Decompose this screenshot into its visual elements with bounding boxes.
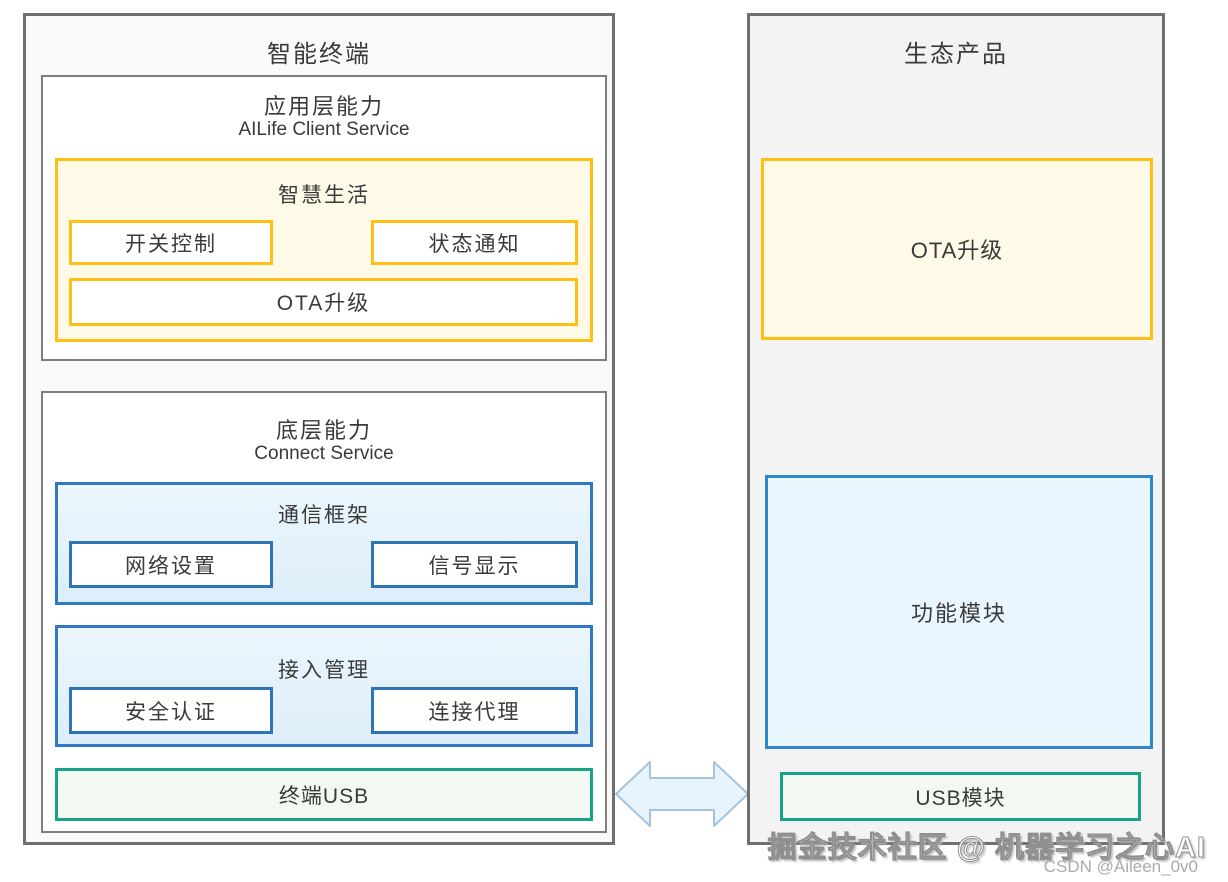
comm-framework-group: 通信框架 网络设置 信号显示: [55, 482, 593, 605]
ota-upgrade-box-right: OTA升级: [761, 158, 1153, 340]
terminal-usb-box: 终端USB: [55, 768, 593, 821]
security-auth-box: 安全认证: [69, 687, 273, 734]
base-layer-subtitle: Connect Service: [254, 443, 394, 464]
access-management-group: 接入管理 安全认证 连接代理: [55, 625, 593, 747]
base-layer-title: 底层能力: [275, 418, 372, 443]
community-watermark: 掘金技术社区 @ 机器学习之心AI: [767, 832, 1206, 865]
signal-display-box: 信号显示: [371, 541, 578, 588]
smart-life-title: 智慧生活: [278, 184, 370, 207]
bidirectional-arrow-icon: [614, 755, 750, 833]
network-settings-box: 网络设置: [69, 541, 273, 588]
smart-life-group: 智慧生活 开关控制 状态通知 OTA升级: [55, 158, 593, 342]
app-layer-subtitle: AILife Client Service: [238, 119, 410, 140]
smart-terminal-panel: 智能终端 应用层能力 AILife Client Service 智慧生活 开关…: [23, 13, 615, 845]
smart-terminal-title: 智能终端: [267, 41, 371, 68]
function-module-box: 功能模块: [765, 475, 1153, 749]
eco-products-title: 生态产品: [904, 41, 1008, 68]
usb-module-box: USB模块: [780, 772, 1141, 821]
eco-products-panel: 生态产品 OTA升级 功能模块 USB模块: [747, 13, 1165, 845]
base-layer-section: 底层能力 Connect Service 通信框架 网络设置 信号显示 接入管理…: [41, 391, 607, 833]
app-layer-section: 应用层能力 AILife Client Service 智慧生活 开关控制 状态…: [41, 75, 607, 361]
access-management-title: 接入管理: [278, 659, 370, 682]
csdn-watermark: CSDN @Aileen_0v0: [1043, 857, 1198, 876]
app-layer-title: 应用层能力: [263, 94, 384, 119]
status-notify-box: 状态通知: [371, 220, 578, 265]
ota-upgrade-box-left: OTA升级: [69, 278, 578, 326]
switch-control-box: 开关控制: [69, 220, 273, 265]
connect-agent-box: 连接代理: [371, 687, 578, 734]
comm-framework-title: 通信框架: [278, 504, 370, 527]
